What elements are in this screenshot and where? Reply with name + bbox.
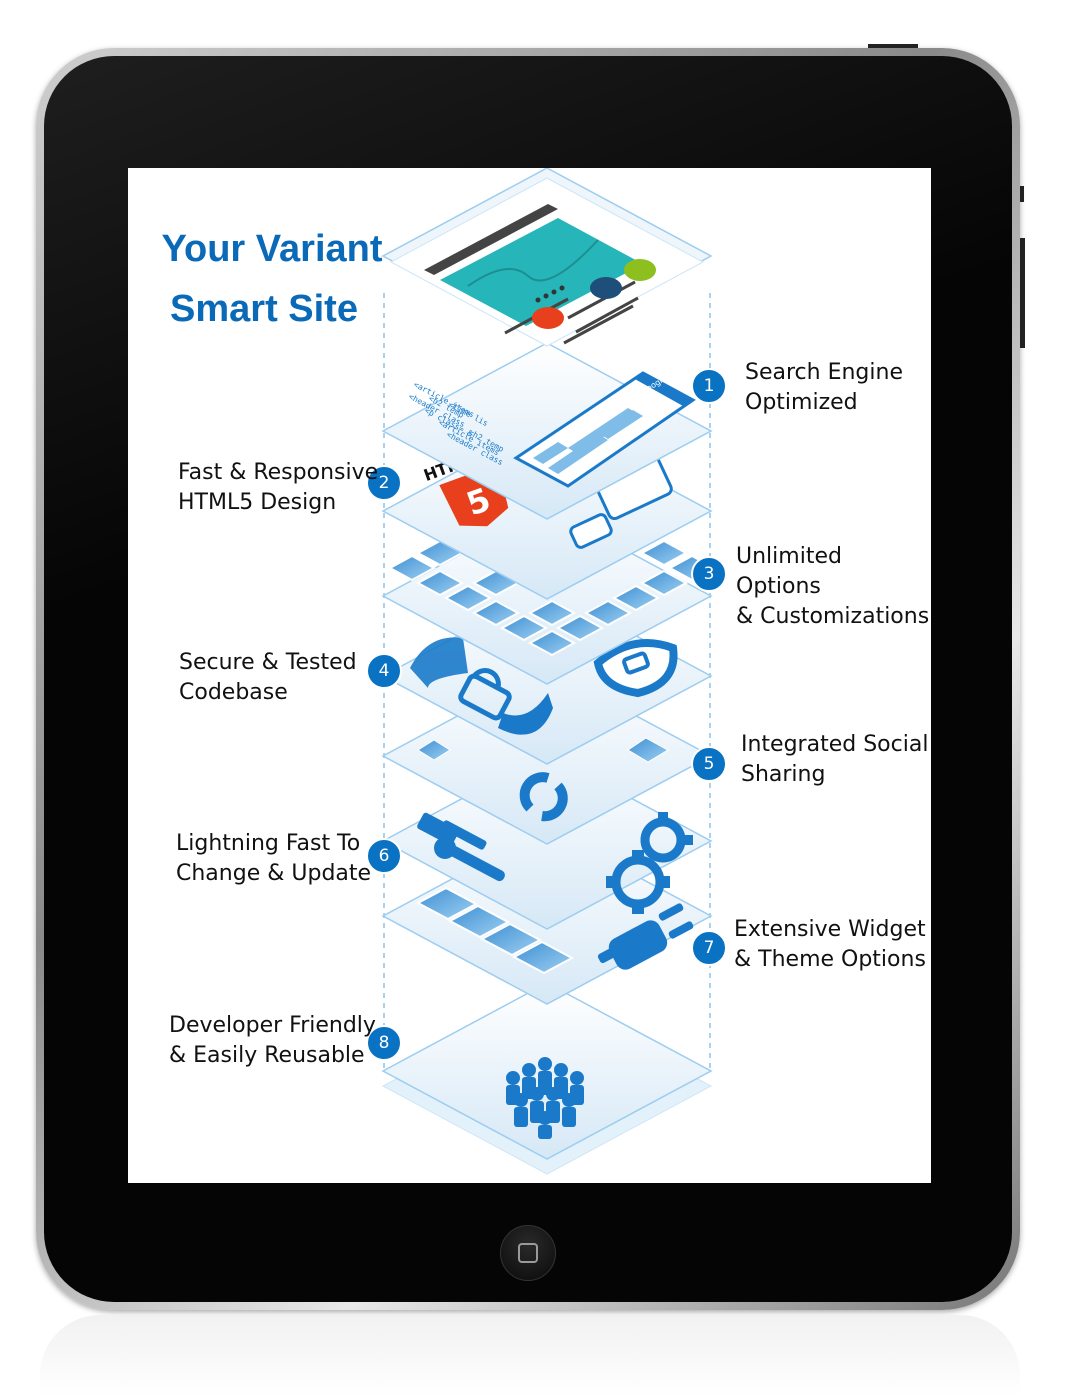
feature-2-line2: HTML5 Design <box>178 490 337 515</box>
switch-button <box>1020 186 1024 202</box>
badge-8: 8 <box>366 1025 402 1061</box>
widget-tiles <box>415 886 575 975</box>
hammer-icon <box>417 812 487 850</box>
badge-3: 3 <box>691 556 727 592</box>
share-icon <box>519 772 568 822</box>
people-icon <box>506 1057 584 1139</box>
feature-7-line2: & Theme Options <box>734 947 926 972</box>
feature-1: Search Engine Optimized <box>745 358 903 418</box>
feature-6: Lightning Fast To Change & Update <box>176 829 371 889</box>
badge-4: 4 <box>366 653 402 689</box>
feature-3: Unlimited Options & Customizations <box>736 542 931 632</box>
feature-5: Integrated Social Sharing <box>741 730 928 790</box>
layer-8 <box>381 982 713 1175</box>
feature-2: Fast & Responsive HTML5 Design <box>178 458 378 518</box>
layer-stack-illustration: 5 HTML <article items <header class <h2 … <box>381 168 717 1175</box>
badge-7: 7 <box>691 930 727 966</box>
tablet-reflection <box>40 1315 1020 1397</box>
feature-4-line1: Secure & Tested <box>179 650 357 675</box>
feature-6-line2: Change & Update <box>176 861 372 886</box>
feature-8-line1: Developer Friendly <box>169 1013 376 1038</box>
feature-7: Extensive Widget & Theme Options <box>734 915 926 975</box>
option-tiles <box>387 539 717 657</box>
feature-3-line2: & Customizations <box>736 604 930 629</box>
feature-1-line1: Search Engine <box>745 360 903 385</box>
home-button[interactable] <box>500 1225 556 1281</box>
badge-5: 5 <box>691 746 727 782</box>
feature-5-line1: Integrated Social <box>741 732 929 757</box>
badge-2: 2 <box>366 465 402 501</box>
plug-icon <box>597 903 694 970</box>
feature-4-line2: Codebase <box>179 680 288 705</box>
feature-8-line2: & Easily Reusable <box>169 1043 365 1068</box>
feature-6-line1: Lightning Fast To <box>176 831 361 856</box>
layer-top <box>381 168 713 347</box>
title-line-1: Your Variant <box>161 228 383 270</box>
shield-icon <box>593 639 678 698</box>
feature-7-line1: Extensive Widget <box>734 917 926 942</box>
badge-6: 6 <box>366 838 402 874</box>
screen: 5 HTML <article items <header class <h2 … <box>128 168 931 1183</box>
search-panel: Google <box>513 371 696 488</box>
feature-8: Developer Friendly & Easily Reusable <box>169 1011 376 1071</box>
volume-button <box>1020 238 1025 348</box>
lock-icon <box>458 668 512 721</box>
device-icons <box>569 455 673 549</box>
feature-2-line1: Fast & Responsive <box>178 460 379 485</box>
wrench-icon <box>434 837 505 882</box>
feature-4: Secure & Tested Codebase <box>179 648 357 708</box>
feature-1-line2: Optimized <box>745 390 858 415</box>
badge-1: 1 <box>691 368 727 404</box>
feature-3-line1: Unlimited Options <box>736 544 842 599</box>
gear-teeth <box>606 812 693 914</box>
feature-5-line2: Sharing <box>741 762 826 787</box>
top-button <box>868 44 918 48</box>
layer-1: <article items <header class <h2 temp <p… <box>381 342 713 520</box>
home-square-icon <box>518 1243 538 1263</box>
title-line-2: Smart Site <box>170 288 358 330</box>
